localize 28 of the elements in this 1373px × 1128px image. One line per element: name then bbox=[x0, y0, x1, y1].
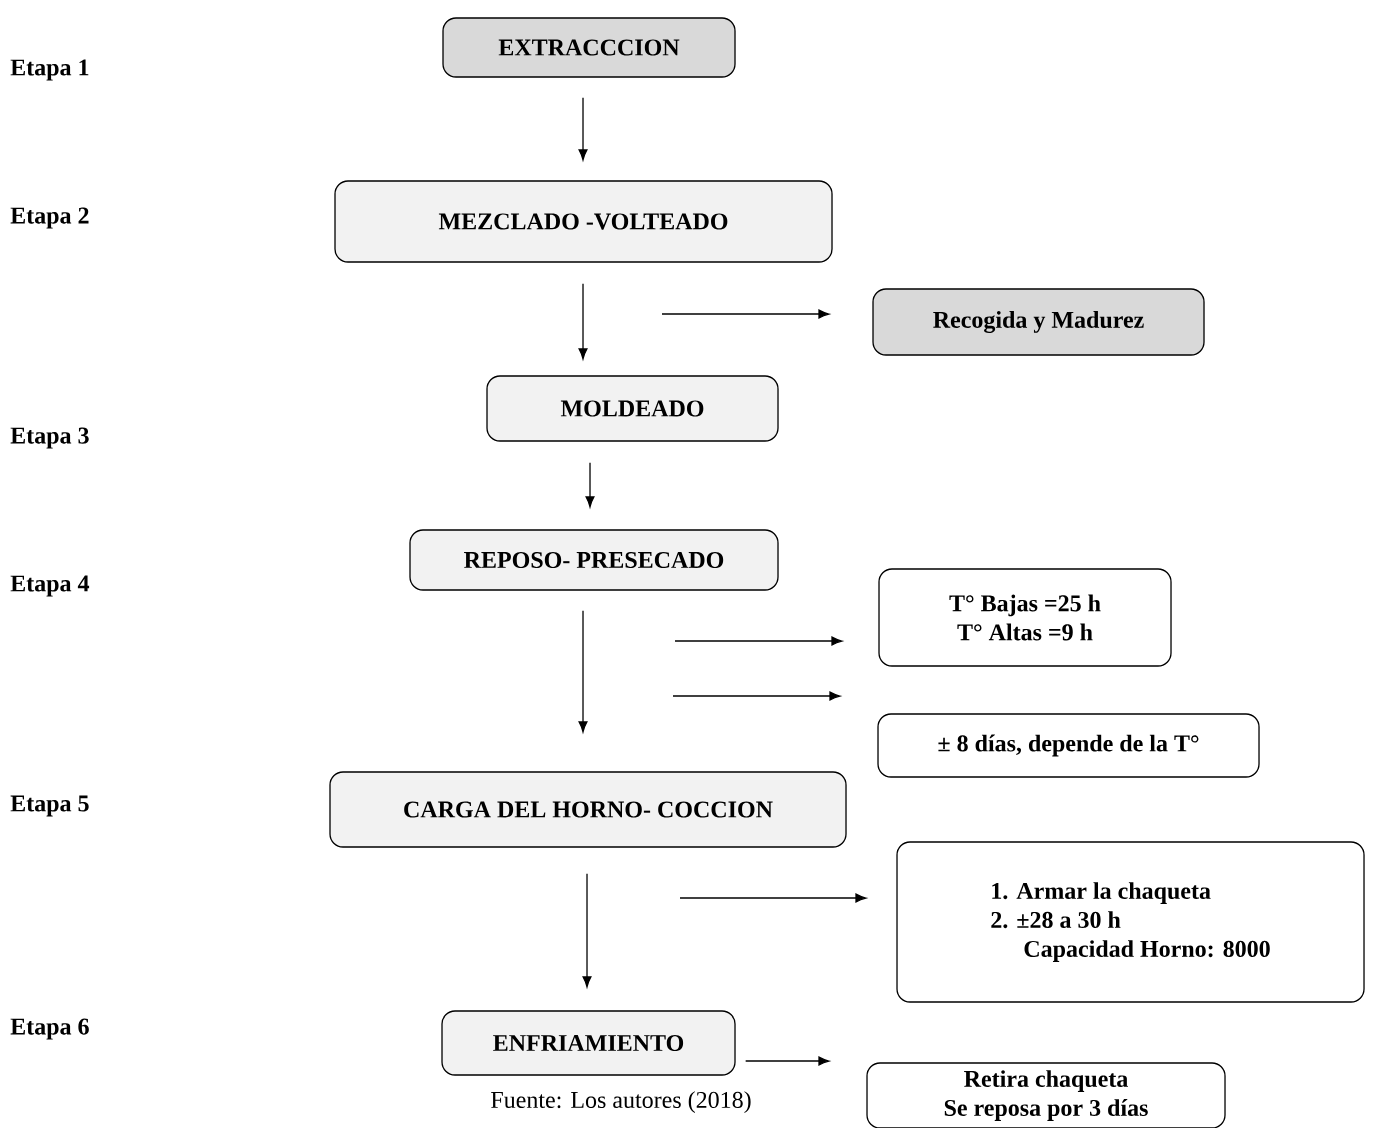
arrow bbox=[578, 610, 588, 733]
stage-label: Etapa 6 bbox=[10, 1018, 89, 1040]
stage-label: Etapa 3 bbox=[10, 427, 89, 449]
process-box: ENFRIAMIENTO bbox=[441, 1010, 736, 1076]
process-box: 1. Armar la chaqueta 2. ±28 a 30 h Capacidad Horno: 8000 bbox=[896, 841, 1365, 1003]
arrow bbox=[582, 873, 592, 988]
stage-label: Etapa 2 bbox=[10, 207, 89, 229]
arrow bbox=[585, 462, 595, 508]
process-box: CARGA DEL HORNO- COCCION bbox=[329, 771, 847, 848]
process-box: Recogida y Madurez bbox=[872, 288, 1205, 356]
arrow bbox=[745, 1056, 830, 1066]
arrow bbox=[578, 283, 588, 360]
arrow bbox=[661, 309, 830, 319]
arrow bbox=[679, 893, 867, 903]
caption: Fuente: Los autores (2018) bbox=[491, 1091, 751, 1113]
process-box: MEZCLADO -VOLTEADO bbox=[334, 180, 833, 263]
stage-label: Etapa 1 bbox=[10, 59, 89, 81]
process-box: MOLDEADO bbox=[486, 375, 779, 442]
arrow bbox=[578, 97, 588, 161]
process-box: REPOSO- PRESECADO bbox=[409, 529, 779, 591]
process-box: T° Bajas =25 h T° Altas =9 h bbox=[878, 568, 1172, 667]
stage-label: Etapa 4 bbox=[10, 575, 90, 597]
arrow bbox=[672, 691, 841, 701]
process-box: ± 8 días, depende de la T° bbox=[877, 713, 1260, 778]
stage-label: Etapa 5 bbox=[10, 795, 89, 817]
process-box: Retira chaqueta Se reposa por 3 días bbox=[866, 1062, 1226, 1128]
process-box: EXTRACCCION bbox=[442, 17, 736, 78]
arrow bbox=[674, 636, 843, 646]
